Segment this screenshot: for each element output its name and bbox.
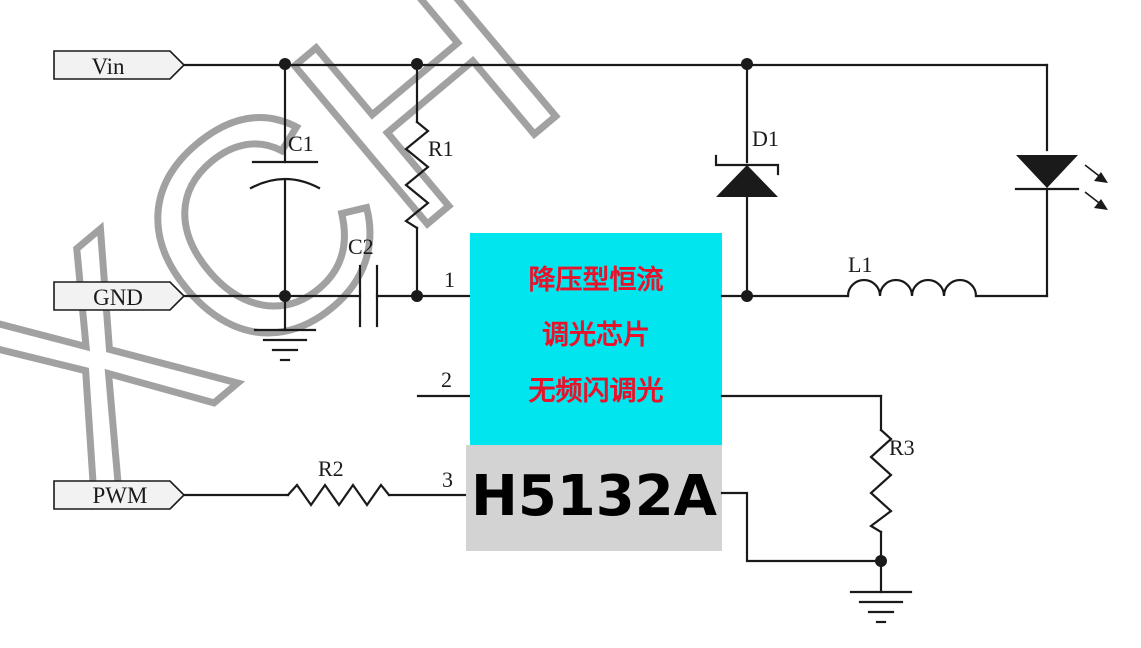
ground-symbol-left <box>253 294 317 362</box>
sense-wire <box>720 491 887 567</box>
l1-label: L1 <box>848 252 872 277</box>
port-gnd: GND <box>53 281 186 311</box>
diode-d1: D1 <box>714 63 780 298</box>
sw-node-wire <box>720 290 850 302</box>
r2-label: R2 <box>318 456 344 481</box>
port-vin: Vin <box>53 50 186 80</box>
port-gnd-label: GND <box>93 285 143 310</box>
resistor-r2: R2 <box>182 456 472 507</box>
port-pwm: PWM <box>53 480 186 510</box>
r1-label: R1 <box>428 136 454 161</box>
c2-label: C2 <box>348 234 374 259</box>
chip-model: H5132A <box>471 464 718 529</box>
c1-label: C1 <box>288 131 314 156</box>
r3-label: R3 <box>889 435 915 460</box>
pin3-label: 3 <box>442 467 453 492</box>
ground-symbol-right <box>849 590 913 624</box>
pin1-label: 1 <box>444 267 455 292</box>
capacitor-c1: C1 <box>249 63 321 298</box>
chip-h5132a: 降压型恒流 调光芯片 无频闪调光 H5132A <box>466 233 722 551</box>
inductor-l1: L1 <box>846 252 1049 298</box>
port-vin-label: Vin <box>91 54 125 79</box>
led <box>1014 155 1108 298</box>
chip-text-line3: 无频闪调光 <box>529 376 664 407</box>
capacitor-c2: C2 <box>348 234 379 328</box>
chip-text-line2: 调光芯片 <box>542 320 650 351</box>
port-pwm-label: PWM <box>93 483 148 508</box>
d1-label: D1 <box>752 126 779 151</box>
pin2-label: 2 <box>441 367 452 392</box>
resistor-r1: R1 <box>404 63 454 298</box>
chip-text-line1: 降压型恒流 <box>529 265 664 296</box>
led-light-arrows-icon <box>1084 164 1108 210</box>
